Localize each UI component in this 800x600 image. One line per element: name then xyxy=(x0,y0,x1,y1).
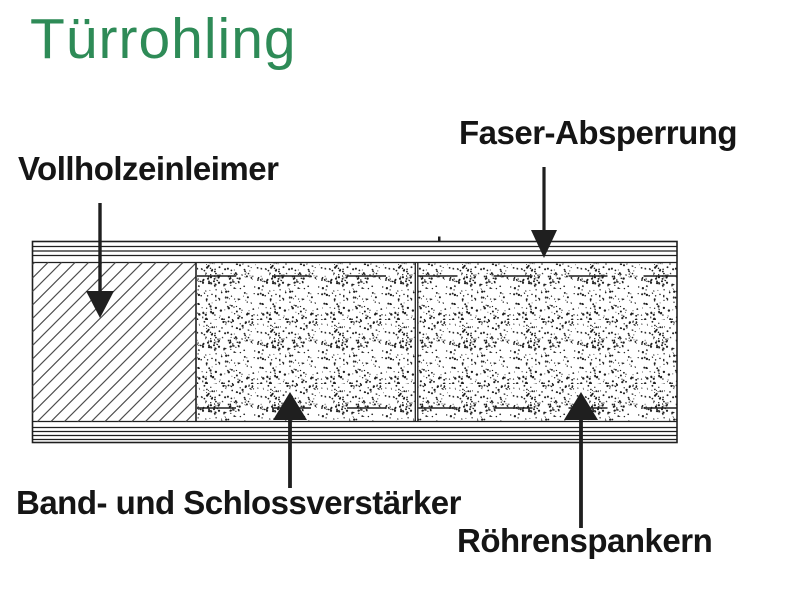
label-roehrenspankern: Röhrenspankern xyxy=(457,522,713,559)
chipboard-core-left xyxy=(197,263,415,421)
top-face-layers xyxy=(32,245,677,264)
label-faser-absperrung: Faser-Absperrung xyxy=(459,114,738,151)
vollholzeinleimer-arrow xyxy=(86,203,114,318)
roehrenspankern-arrow xyxy=(564,392,598,528)
tube-glue-lines xyxy=(197,275,677,409)
label-band-und-schlossverstaerker: Band- und Schlossverstärker xyxy=(16,484,462,521)
band-schloss-arrow xyxy=(273,392,307,488)
solid-wood-edge-section xyxy=(32,262,196,422)
label-vollholzeinleimer: Vollholzeinleimer xyxy=(18,150,279,187)
core-joint-divider xyxy=(414,262,419,422)
stray-mark xyxy=(438,236,441,242)
page-title: Türrohling xyxy=(30,7,297,71)
faser-absperrung-arrow xyxy=(531,167,557,258)
chipboard-core-right xyxy=(418,263,677,421)
